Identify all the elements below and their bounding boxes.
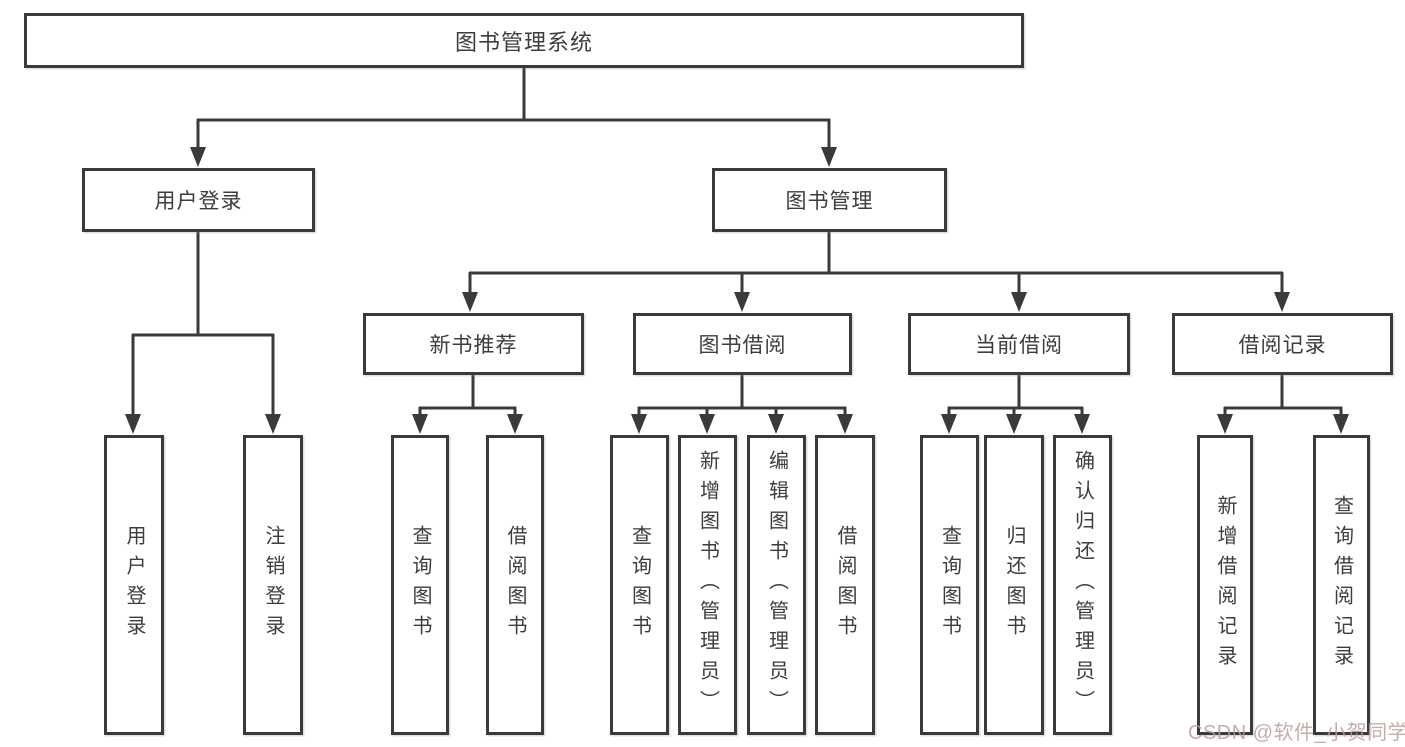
leaf-borrow-books-1: 借阅图书 — [486, 435, 544, 735]
leaf-query-borrow-record: 查询借阅记录 — [1313, 435, 1370, 735]
leaf-query-books-1: 查询图书 — [391, 435, 449, 735]
leaf-borrow-books-2: 借阅图书 — [815, 435, 875, 735]
node-current-borrowing: 当前借阅 — [908, 313, 1130, 375]
leaf-logout: 注销登录 — [243, 435, 303, 735]
leaf-return-book: 归还图书 — [984, 435, 1044, 735]
node-user-login: 用户登录 — [82, 168, 315, 232]
leaf-add-book-admin: 新增图书（管理员） — [678, 435, 737, 735]
node-book-borrowing: 图书借阅 — [633, 313, 852, 375]
node-new-book-recommendation: 新书推荐 — [363, 313, 584, 375]
leaf-query-books-2: 查询图书 — [610, 435, 669, 735]
leaf-user-login: 用户登录 — [104, 435, 164, 735]
leaf-add-borrow-record: 新增借阅记录 — [1197, 435, 1253, 735]
leaf-confirm-return-admin: 确认归还（管理员） — [1053, 435, 1112, 735]
leaf-edit-book-admin: 编辑图书（管理员） — [747, 435, 806, 735]
watermark: CSDN @软件_小贺同学 — [1188, 722, 1405, 744]
leaf-query-books-3: 查询图书 — [920, 435, 979, 735]
node-book-management: 图书管理 — [712, 168, 947, 232]
node-library-management-system: 图书管理系统 — [24, 13, 1024, 68]
node-borrowing-records: 借阅记录 — [1172, 313, 1393, 375]
